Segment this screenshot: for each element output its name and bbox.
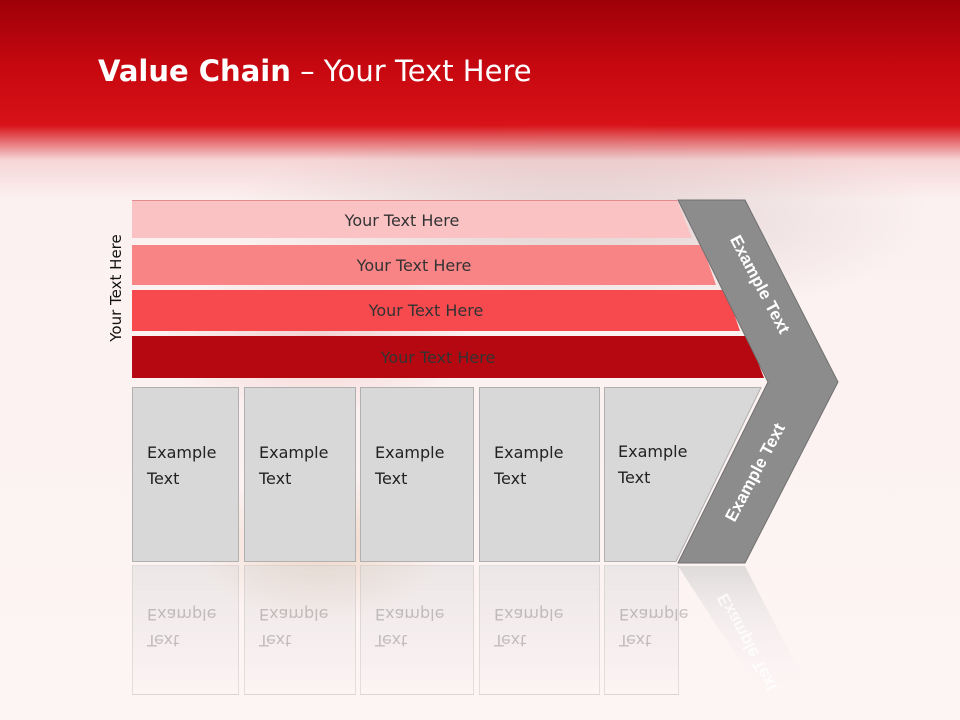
box-3-line1: Example — [375, 443, 445, 462]
bar-2-label: Your Text Here — [356, 255, 472, 275]
title-rest: – Your Text Here — [290, 54, 532, 88]
box-2-line2: Text — [259, 469, 292, 488]
bar-1-label: Your Text Here — [344, 210, 460, 230]
bar-4-label: Your Text Here — [380, 347, 496, 367]
box-3-line2: Text — [375, 469, 408, 488]
chevron-reflection — [678, 566, 810, 692]
box-1-line2: Text — [147, 469, 180, 488]
title-bold: Value Chain — [98, 54, 291, 88]
bar-1: Your Text Here — [132, 200, 692, 238]
box-5-shape — [604, 387, 762, 562]
chevron-arrow — [677, 199, 839, 564]
box-4-line1: Example — [494, 443, 564, 462]
box-5-line1: Example — [618, 442, 688, 461]
bar-4: Your Text Here — [132, 336, 764, 378]
slide-title: Value Chain – Your Text Here — [98, 54, 532, 88]
box-1-line1: Example — [147, 443, 217, 462]
bar-3: Your Text Here — [132, 290, 740, 331]
box-4-line2: Text — [494, 469, 527, 488]
bar-3-label: Your Text Here — [368, 301, 484, 320]
box-5-line2: Text — [618, 468, 651, 487]
bar-2: Your Text Here — [132, 245, 716, 285]
box-2-line1: Example — [259, 443, 329, 462]
